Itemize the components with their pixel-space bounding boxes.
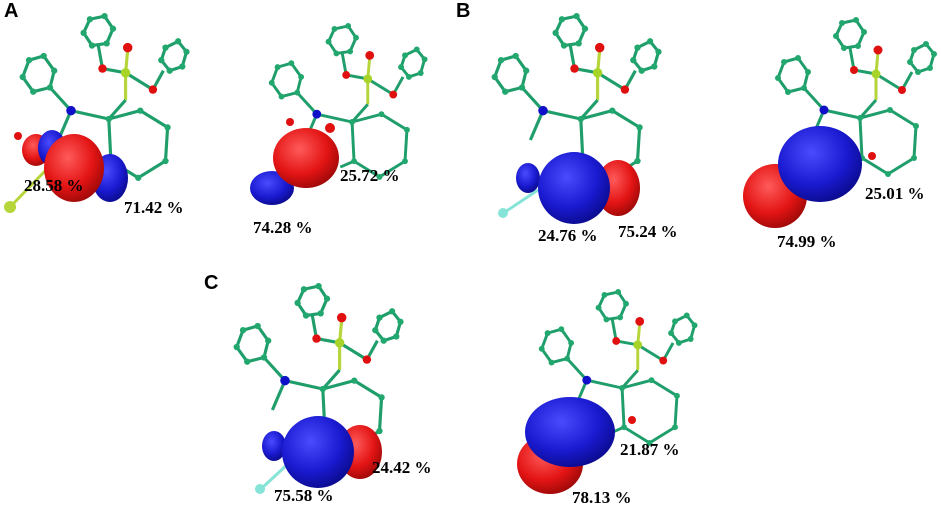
orbital-lobe-blue (525, 397, 615, 467)
terminal-bond (10, 168, 48, 207)
panel-a-structure-2-label-2: 74.28 % (253, 218, 313, 237)
panel-c-structure-1 (231, 281, 406, 494)
terminal-atom (498, 208, 508, 218)
panel-c-structure-2-label-1: 21.87 % (620, 440, 680, 459)
panel-a-structure-2-label-1: 25.72 % (340, 166, 400, 185)
panel-c-structure-1-label-1: 24.42 % (372, 458, 432, 477)
panel-b-structure-2-label-1: 25.01 % (865, 184, 925, 203)
panel-c-structure-2-label-2: 78.13 % (572, 488, 632, 507)
terminal-atom (4, 201, 16, 213)
panel-c-structure-2 (517, 287, 700, 494)
panel-a-structure-1 (4, 11, 192, 213)
panel-c-structure-1-label-2: 75.58 % (274, 486, 334, 505)
panel-b-structure-1 (489, 11, 664, 224)
panel-b-structure-1-label-1: 24.76 % (538, 226, 598, 245)
panel-b-letter: B (456, 0, 471, 22)
panel-a-structure-1-label-2: 71.42 % (124, 198, 184, 217)
panel-c-letter: C (204, 272, 219, 294)
orbital-lobe-red (44, 134, 104, 202)
panel-a-structure-1-label-1: 28.58 % (24, 176, 84, 195)
orbital-lobe-blue (282, 416, 354, 488)
orbital-lobe-blue-small (262, 431, 286, 461)
orbital-lobe-blue (538, 152, 610, 224)
orbital-lobe-blue (778, 126, 862, 202)
orbital-lobe-red (273, 128, 339, 188)
panel-b-structure-2-label-2: 74.99 % (777, 232, 837, 251)
orbital-lobe-blue-small (516, 163, 540, 193)
terminal-bond (504, 188, 539, 214)
panel-b-structure-1-label-2: 75.24 % (618, 222, 678, 241)
panel-a-letter: A (4, 0, 19, 22)
panel-b-structure-2 (743, 15, 939, 228)
panel-a-structure-2 (250, 21, 430, 205)
terminal-atom (255, 484, 265, 494)
